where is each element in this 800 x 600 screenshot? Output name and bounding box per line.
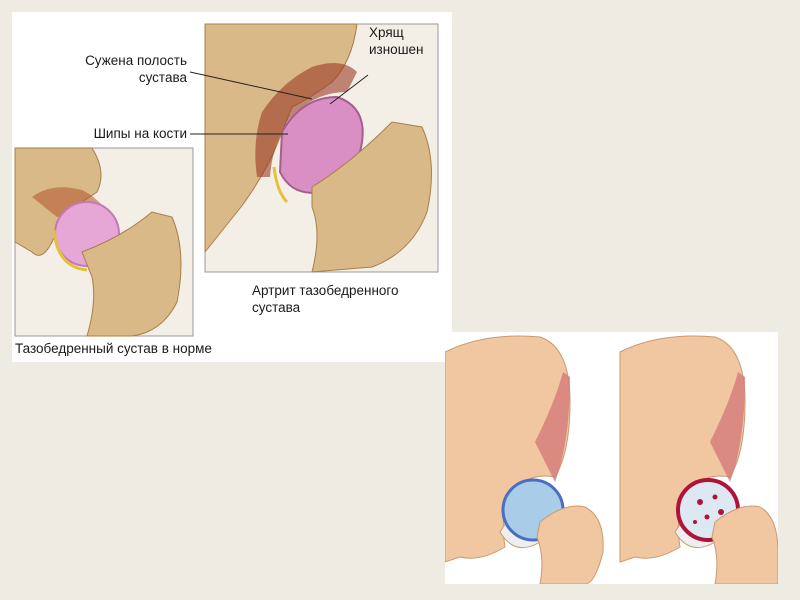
arthritis-caption-line1: Артрит тазобедренного xyxy=(252,283,399,298)
worn-cartilage-rim xyxy=(272,166,289,204)
arthritis-caption-line2: сустава xyxy=(252,300,301,315)
normal-femur-bone xyxy=(81,211,182,337)
erosion-spot xyxy=(704,514,710,520)
erosion-spot xyxy=(693,520,697,524)
label-worn-cartilage-line2: изношен xyxy=(369,42,424,57)
healthy-joint-illustration xyxy=(445,335,604,584)
bottom-illustration-panel xyxy=(445,332,778,584)
label-worn-cartilage-line1: Хрящ xyxy=(369,25,404,40)
label-narrowed-cavity-line1: Сужена полость xyxy=(85,53,187,68)
label-narrowed-cavity: Сужена полость сустава xyxy=(52,52,187,86)
healthy-femur xyxy=(536,505,604,584)
top-illustration-panel: Сужена полость сустава Хрящ изношен Шипы… xyxy=(12,12,452,362)
arthritis-caption: Артрит тазобедренного сустава xyxy=(252,282,399,316)
pointer-worn-cartilage xyxy=(329,74,369,105)
healthy-acetabulum-lining xyxy=(535,372,570,482)
normal-joint-caption: Тазобедренный сустав в норме xyxy=(15,341,212,356)
normal-joint-cartilage xyxy=(52,229,88,272)
arthritis-acetabulum xyxy=(255,63,357,177)
arthritic-joint-illustration xyxy=(619,335,778,584)
label-bone-spurs: Шипы на кости xyxy=(93,126,187,141)
label-narrowed-cavity-line2: сустава xyxy=(138,70,187,85)
label-worn-cartilage: Хрящ изношен xyxy=(369,24,424,58)
arthritic-femur xyxy=(711,505,778,584)
arthritic-acetabulum-lining xyxy=(710,372,745,482)
erosion-spot xyxy=(712,494,718,500)
stylized-hip-joints xyxy=(445,335,778,584)
erosion-spot xyxy=(718,509,724,515)
hip-anatomy-figure xyxy=(14,23,439,337)
pointer-narrowed-cavity xyxy=(189,71,313,100)
erosion-spot xyxy=(697,499,703,505)
arthritis-femur-bone xyxy=(311,121,432,273)
